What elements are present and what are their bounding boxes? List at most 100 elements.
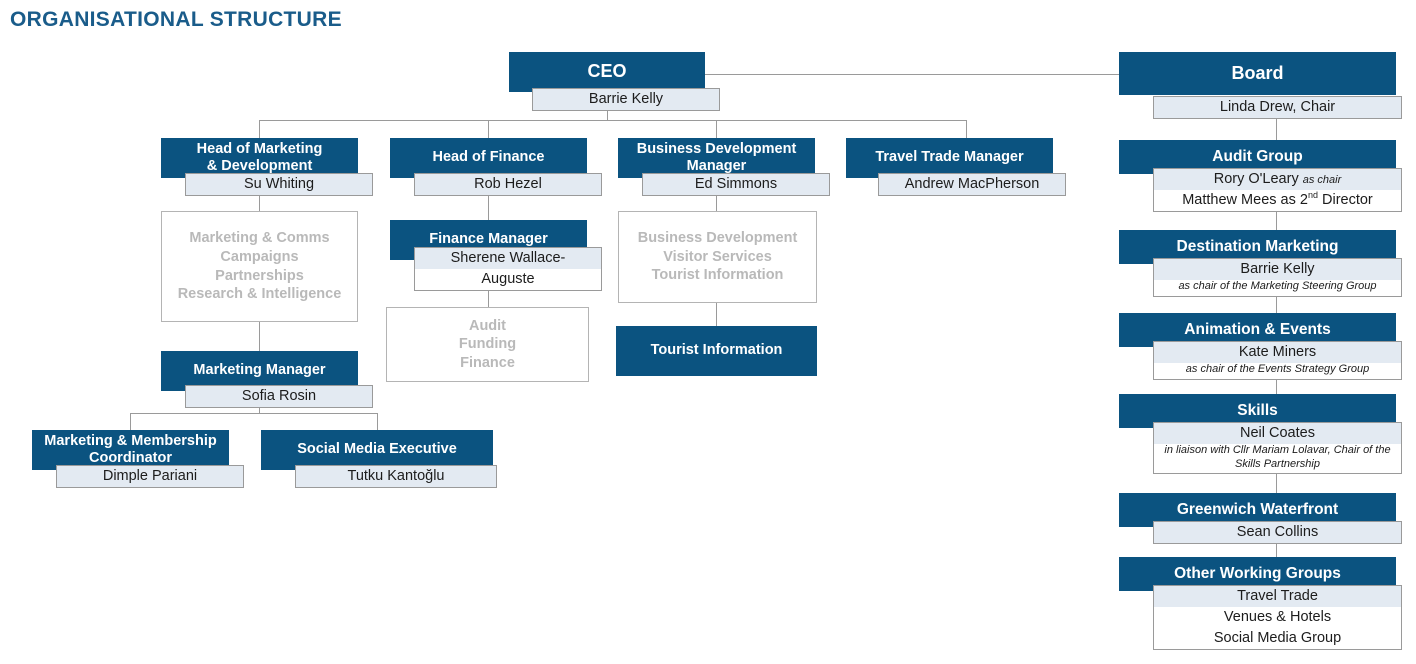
node-business-development-manager-name: Ed Simmons: [643, 174, 829, 196]
function-box-marketing-line3: Partnerships: [215, 267, 304, 284]
node-head-of-marketing-name: Su Whiting: [186, 174, 372, 196]
node-audit-group-member-2-role: as 2nd Director: [1280, 190, 1373, 209]
node-social-media-executive[interactable]: Social Media Executive Tutku Kantoğlu: [261, 430, 497, 489]
node-finance-manager[interactable]: Finance Manager Sherene Wallace- Auguste: [390, 220, 602, 292]
function-box-business-development: Business Development Visitor Services To…: [618, 211, 817, 303]
node-tourist-information[interactable]: Tourist Information: [616, 326, 817, 376]
connector-busdev-functions: [716, 193, 717, 211]
node-other-working-groups-item-2: Venues & Hotels: [1223, 609, 1332, 626]
connector-drop-bus-dev: [716, 120, 717, 138]
node-board-nameplate: Linda Drew, Chair: [1153, 96, 1402, 120]
node-skills-role: in liaison with Cllr Mariam Lolavar, Cha…: [1164, 444, 1391, 470]
connector-waterfront-other: [1276, 540, 1277, 557]
role-pre: as 2: [1280, 192, 1308, 209]
node-social-media-executive-title: Social Media Executive: [261, 430, 493, 470]
node-marketing-membership-coordinator-title: Marketing & Membership Coordinator: [32, 430, 229, 470]
node-other-working-groups-item-1: Travel Trade: [1154, 586, 1401, 608]
node-audit-group-nameplate: Rory O'Leary as chair Matthew Mees as 2n…: [1153, 168, 1402, 213]
node-ceo-title: CEO: [509, 52, 705, 92]
node-head-of-marketing-nameplate: Su Whiting: [185, 173, 373, 197]
node-business-development-manager[interactable]: Business Development Manager Ed Simmons: [618, 138, 830, 197]
connector-audit-destination: [1276, 208, 1277, 230]
connector-board-audit: [1276, 118, 1277, 140]
function-box-finance-line3: Finance: [460, 354, 515, 371]
node-social-media-executive-name: Tutku Kantoğlu: [296, 466, 496, 488]
node-skills-name: Neil Coates: [1154, 423, 1401, 445]
node-finance-manager-name-line1: Sherene Wallace-: [415, 248, 601, 270]
role-post: Director: [1317, 192, 1373, 209]
function-box-business-development-line3: Tourist Information: [651, 267, 784, 284]
node-animation-events[interactable]: Animation & Events Kate Miners as chair …: [1119, 313, 1402, 380]
function-box-marketing-line4: Research & Intelligence: [177, 286, 342, 303]
connector-finance-functions: [488, 285, 489, 307]
function-box-business-development-line2: Visitor Services: [663, 248, 772, 265]
node-marketing-membership-coordinator-nameplate: Dimple Pariani: [56, 465, 244, 489]
node-marketing-manager[interactable]: Marketing Manager Sofia Rosin: [161, 351, 373, 409]
node-head-of-finance-name: Rob Hezel: [415, 174, 601, 196]
connector-ceo-board: [704, 74, 1120, 75]
node-business-development-manager-nameplate: Ed Simmons: [642, 173, 830, 197]
connector-functions-tourist-info: [716, 303, 717, 326]
node-audit-group-member-2-name: Matthew Mees: [1182, 192, 1277, 209]
node-head-of-finance-nameplate: Rob Hezel: [414, 173, 602, 197]
node-animation-events-name: Kate Miners: [1154, 342, 1401, 364]
connector-drop-mm-coord: [130, 413, 131, 430]
node-ceo[interactable]: CEO Barrie Kelly: [509, 52, 720, 112]
node-marketing-manager-title: Marketing Manager: [161, 351, 358, 391]
node-marketing-membership-coordinator-name: Dimple Pariani: [57, 466, 243, 488]
node-audit-group-member-1: Rory O'Leary as chair: [1154, 169, 1401, 191]
function-box-marketing: Marketing & Comms Campaigns Partnerships…: [161, 211, 358, 322]
connector-functions-marketing-mgr: [259, 322, 260, 351]
node-destination-marketing-role: as chair of the Marketing Steering Group: [1178, 280, 1377, 293]
node-audit-group[interactable]: Audit Group Rory O'Leary as chair Matthe…: [1119, 140, 1402, 213]
node-skills[interactable]: Skills Neil Coates in liaison with Cllr …: [1119, 394, 1402, 474]
connector-drop-head-marketing: [259, 120, 260, 138]
node-other-working-groups[interactable]: Other Working Groups Travel Trade Venues…: [1119, 557, 1402, 651]
node-head-of-finance[interactable]: Head of Finance Rob Hezel: [390, 138, 602, 197]
node-destination-marketing-name: Barrie Kelly: [1154, 259, 1401, 281]
node-marketing-manager-name: Sofia Rosin: [186, 386, 372, 408]
node-travel-trade-manager[interactable]: Travel Trade Manager Andrew MacPherson: [846, 138, 1066, 197]
node-ceo-name: Barrie Kelly: [533, 89, 719, 111]
node-tourist-information-title: Tourist Information: [616, 326, 817, 376]
node-destination-marketing-nameplate: Barrie Kelly as chair of the Marketing S…: [1153, 258, 1402, 297]
connector-drop-head-finance: [488, 120, 489, 138]
connector-ceo-drop: [607, 108, 608, 121]
node-social-media-executive-nameplate: Tutku Kantoğlu: [295, 465, 497, 489]
page-title: ORGANISATIONAL STRUCTURE: [10, 8, 342, 31]
function-box-marketing-line1: Marketing & Comms: [189, 230, 330, 247]
node-head-of-marketing-title: Head of Marketing & Development: [161, 138, 358, 178]
node-greenwich-waterfront-name: Sean Collins: [1154, 522, 1401, 544]
node-board-title: Board: [1119, 52, 1396, 95]
connector-finance-mgr: [488, 193, 489, 220]
node-animation-events-role: as chair of the Events Strategy Group: [1185, 363, 1370, 376]
function-box-finance-line2: Funding: [458, 336, 517, 353]
node-business-development-manager-title: Business Development Manager: [618, 138, 815, 178]
node-animation-events-nameplate: Kate Miners as chair of the Events Strat…: [1153, 341, 1402, 380]
connector-drop-social-media: [377, 413, 378, 430]
node-marketing-membership-coordinator[interactable]: Marketing & Membership Coordinator Dimpl…: [32, 430, 244, 489]
node-destination-marketing[interactable]: Destination Marketing Barrie Kelly as ch…: [1119, 230, 1402, 297]
role-ordinal-suffix: nd: [1307, 190, 1318, 201]
node-other-working-groups-item-3: Social Media Group: [1213, 630, 1342, 647]
connector-destination-animation: [1276, 292, 1277, 313]
node-greenwich-waterfront-nameplate: Sean Collins: [1153, 521, 1402, 545]
node-travel-trade-manager-title: Travel Trade Manager: [846, 138, 1053, 178]
node-skills-nameplate: Neil Coates in liaison with Cllr Mariam …: [1153, 422, 1402, 474]
function-box-business-development-line1: Business Development: [637, 230, 798, 247]
node-audit-group-member-1-name: Rory O'Leary: [1213, 171, 1299, 187]
node-greenwich-waterfront[interactable]: Greenwich Waterfront Sean Collins: [1119, 493, 1402, 545]
node-board[interactable]: Board Linda Drew, Chair: [1119, 52, 1402, 120]
node-finance-manager-name-line2: Auguste: [481, 271, 535, 288]
connector-marketing-functions: [259, 193, 260, 211]
node-travel-trade-manager-nameplate: Andrew MacPherson: [878, 173, 1066, 197]
node-head-of-marketing[interactable]: Head of Marketing & Development Su Whiti…: [161, 138, 373, 197]
node-travel-trade-manager-name: Andrew MacPherson: [879, 174, 1065, 196]
node-head-of-finance-title: Head of Finance: [390, 138, 587, 178]
node-ceo-nameplate: Barrie Kelly: [532, 88, 720, 112]
connector-animation-skills: [1276, 375, 1277, 394]
function-box-finance: Audit Funding Finance: [386, 307, 589, 382]
connector-skills-waterfront: [1276, 472, 1277, 493]
function-box-marketing-line2: Campaigns: [220, 248, 299, 265]
